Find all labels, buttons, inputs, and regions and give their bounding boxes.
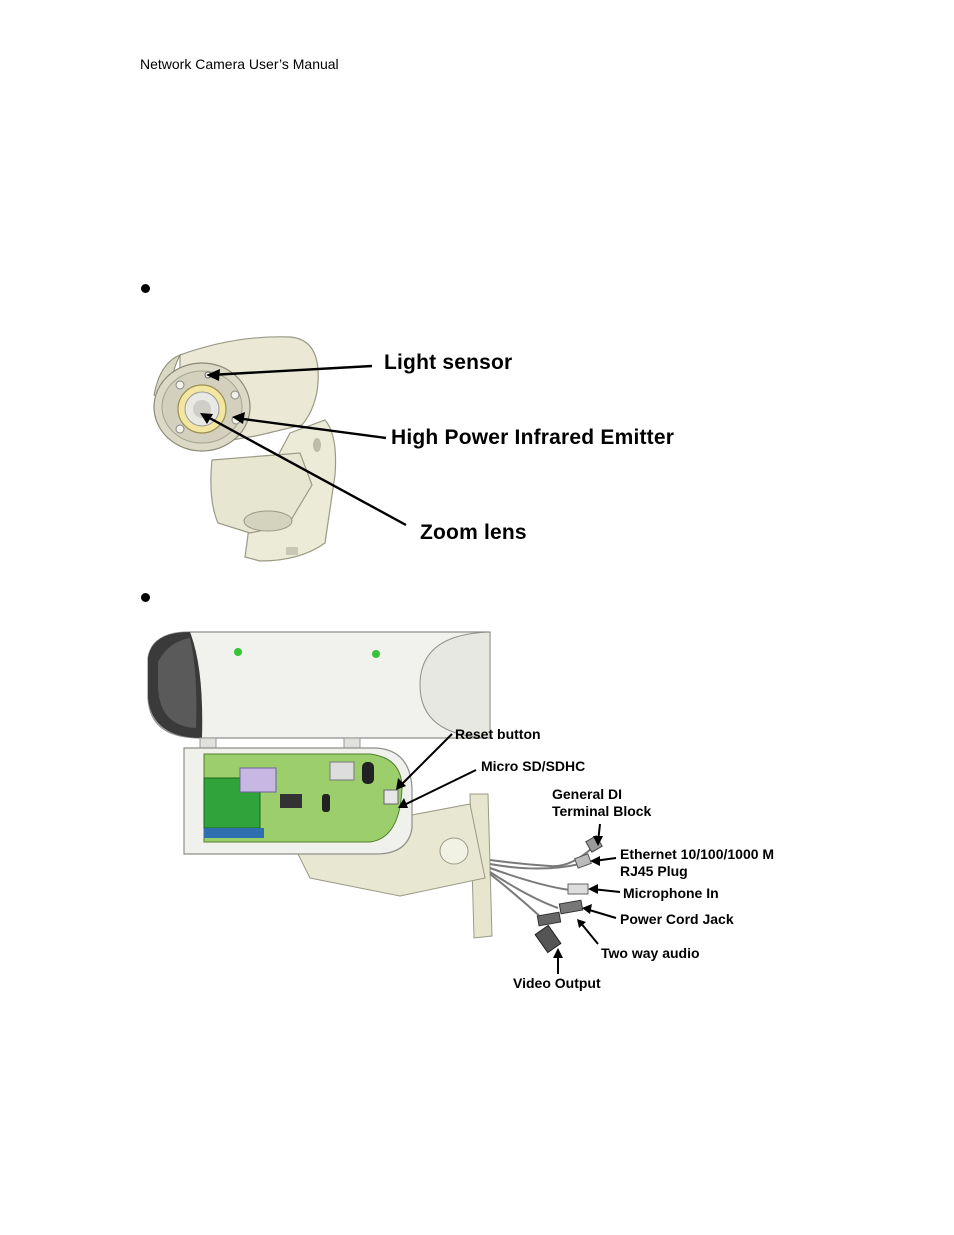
camera-front-illustration <box>153 336 407 562</box>
label-ethernet-line2: RJ45 Plug <box>620 863 688 879</box>
label-power-cord-jack: Power Cord Jack <box>620 911 734 927</box>
label-two-way-audio: Two way audio <box>601 945 700 961</box>
arrow-light-sensor <box>209 364 373 377</box>
label-general-di: General DI Terminal Block <box>552 786 651 820</box>
bullet-inside-view <box>141 593 150 602</box>
label-general-di-line2: Terminal Block <box>552 803 652 819</box>
label-reset-button: Reset button <box>455 726 541 742</box>
label-ir-emitter: High Power Infrared Emitter <box>391 426 675 449</box>
mount-bracket <box>210 452 313 534</box>
label-micro-sd: Micro SD/SDHC <box>481 758 586 774</box>
arrow-zoom-lens <box>203 413 407 527</box>
label-general-di-line1: General DI <box>552 786 623 802</box>
label-microphone-in: Microphone In <box>623 885 719 901</box>
label-zoom-lens: Zoom lens <box>420 521 527 544</box>
bullet-front-view <box>141 284 150 293</box>
label-video-output: Video Output <box>513 975 601 991</box>
label-light-sensor: Light sensor <box>384 351 513 374</box>
label-ethernet: Ethernet 10/100/1000 M RJ45 Plug <box>620 846 774 880</box>
arrow-ir-emitter <box>235 416 387 440</box>
label-ethernet-line1: Ethernet 10/100/1000 M <box>620 846 775 862</box>
camera-inside-illustration <box>147 631 621 974</box>
page-header: Network Camera User’s Manual <box>140 56 339 72</box>
